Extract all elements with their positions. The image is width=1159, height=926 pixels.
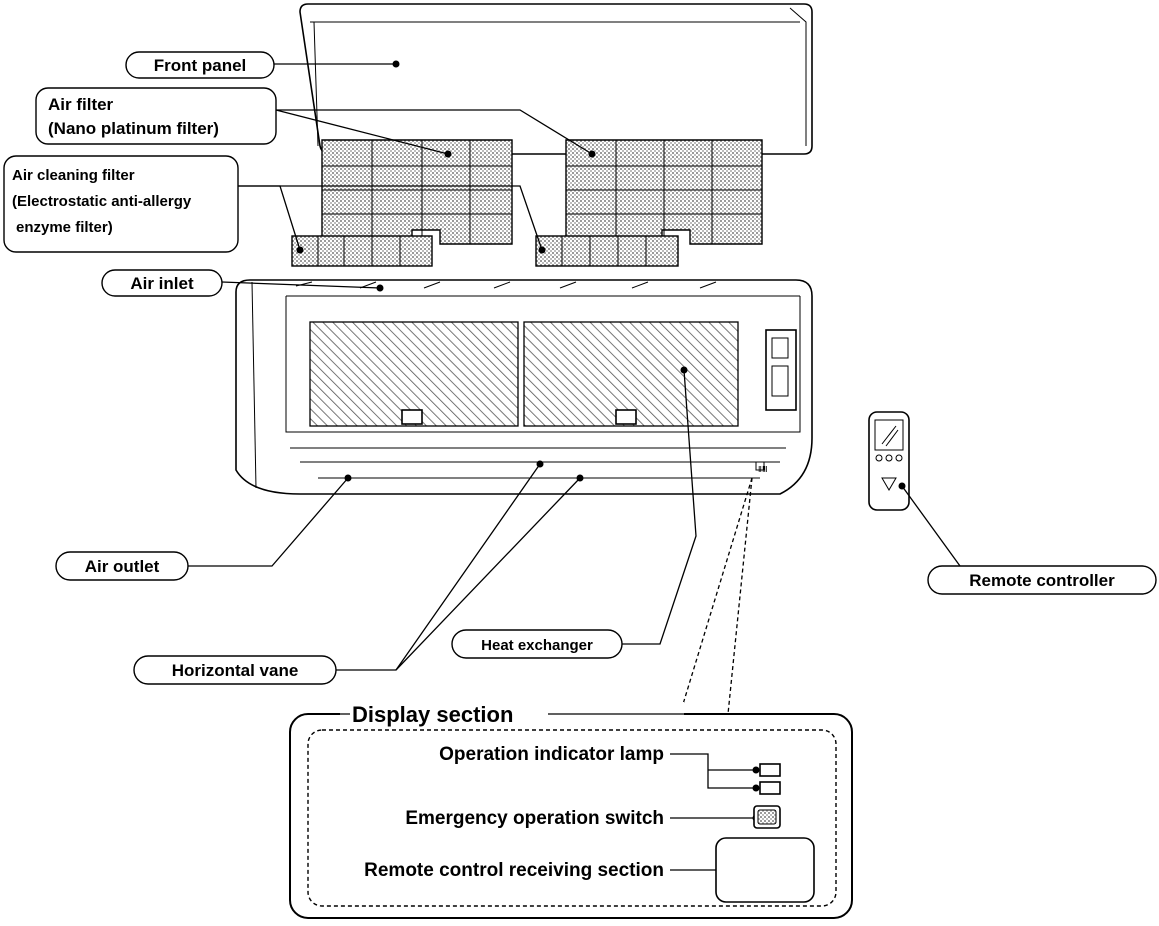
air-filter-label-line2: (Nano platinum filter)	[48, 119, 219, 138]
emergency-operation-switch-label: Emergency operation switch	[405, 808, 664, 829]
remote-controller-illustration	[868, 411, 910, 511]
remote-control-receiver-window	[715, 837, 815, 903]
air-cleaning-filter-left	[291, 235, 433, 267]
label-air-cleaning-filter: Air cleaning filter (Electrostatic anti-…	[3, 155, 239, 253]
horizontal-vane-label: Horizontal vane	[172, 661, 299, 680]
label-air-inlet: Air inlet	[101, 269, 223, 297]
leader-lines	[188, 60, 961, 715]
label-heat-exchanger: Heat exchanger	[451, 629, 623, 659]
air-cleaning-filter-right	[535, 235, 679, 267]
operation-indicator-lamp-label: Operation indicator lamp	[439, 744, 664, 765]
display-section: Display section Operation indicator lamp…	[289, 702, 853, 919]
air-filter-right	[565, 139, 763, 245]
air-cleaning-filter-label-line3: enzyme filter)	[16, 219, 113, 236]
front-panel-label: Front panel	[154, 56, 247, 75]
air-filter-label-line1: Air filter	[48, 95, 114, 114]
air-outlet-label: Air outlet	[85, 557, 160, 576]
label-air-outlet: Air outlet	[55, 551, 189, 581]
heat-exchanger-label: Heat exchanger	[481, 637, 593, 654]
air-inlet-label: Air inlet	[130, 274, 194, 293]
label-horizontal-vane: Horizontal vane	[133, 655, 337, 685]
operation-indicator-lamp-lower	[759, 781, 781, 795]
label-remote-controller: Remote controller	[927, 565, 1157, 595]
operation-indicator-lamp-upper	[759, 763, 781, 777]
display-section-title: Display section	[352, 702, 513, 727]
air-cleaning-filter-label-line2: (Electrostatic anti-allergy	[12, 193, 192, 210]
remote-controller-label: Remote controller	[969, 571, 1115, 590]
unit-marking-icon: ⅡⅢ	[758, 465, 767, 474]
air-cleaning-filter-label-line1: Air cleaning filter	[12, 167, 135, 184]
label-front-panel: Front panel	[125, 51, 275, 79]
remote-control-receiving-section-label: Remote control receiving section	[364, 860, 664, 881]
indoor-unit: ⅡⅢ	[235, 279, 813, 495]
label-air-filter: Air filter (Nano platinum filter)	[35, 87, 277, 145]
air-filter-left	[321, 139, 513, 245]
